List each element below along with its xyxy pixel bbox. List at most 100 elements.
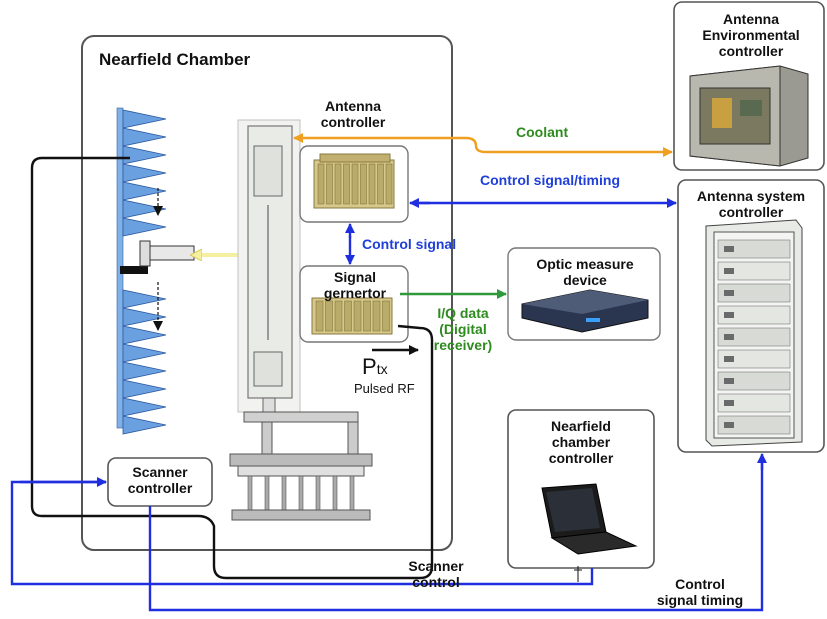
absorber-spike [122, 109, 167, 129]
rack-unit-panel [724, 378, 734, 384]
rack-slot [317, 163, 325, 205]
rack-unit-panel [724, 422, 734, 428]
antenna-controller-label-line2: controller [320, 114, 386, 130]
signal-generator-label: Signal gernertor [314, 269, 396, 301]
generator-slot [334, 300, 343, 332]
rack-unit [717, 393, 791, 413]
scanner-controller-box [107, 457, 213, 507]
env-label-line3: controller [718, 43, 784, 59]
scanner-label-line1: Scanner [132, 464, 188, 480]
scanner-probe [120, 188, 195, 331]
ptx-label: Ptx [362, 355, 388, 381]
absorber-spike [122, 343, 167, 363]
iq-data-label: I/Q data (Digital receiver) [420, 305, 506, 353]
rack-unit-panel [724, 334, 734, 340]
rack-unit [717, 239, 791, 259]
rack-slot [385, 163, 393, 205]
absorber-spike [122, 163, 167, 183]
absorber-spike [122, 199, 167, 219]
nearfield-chamber-title: Nearfield Chamber [99, 50, 251, 69]
absorber-spike [122, 145, 167, 165]
rack-unit-panel [724, 400, 734, 406]
scanctl-label-line1: Scanner [408, 558, 464, 574]
cst-label-line2: signal timing [656, 592, 744, 608]
stand-leg [247, 475, 253, 511]
absorber-wall [116, 107, 167, 435]
nfc-label-line3: controller [548, 450, 614, 466]
antenna-system-controller-label: Antenna system controller [680, 188, 822, 220]
optic-label-line2: device [563, 272, 607, 288]
iq-label-line2: (Digital [439, 321, 487, 337]
optic-measure-label: Optic measure device [512, 256, 658, 288]
iq-label-line1: I/Q data [437, 305, 489, 321]
nfc-label-line2: chamber [551, 434, 611, 450]
pulsed-rf-label: Pulsed RF [354, 381, 415, 396]
absorber-spike [122, 415, 167, 435]
stand-leg [264, 475, 270, 511]
siggen-label-line2: gernertor [323, 285, 387, 301]
absorber-spike [122, 127, 167, 147]
stand-leg [349, 475, 355, 511]
antenna-system-controller-device [677, 179, 825, 453]
absorber-spike [122, 307, 167, 327]
rack-unit-panel [724, 312, 734, 318]
control-signal-timing-bottom-label: Control signal timing [642, 576, 758, 608]
stand-leg [315, 475, 321, 511]
scanner-label-line2: controller [127, 480, 193, 496]
cst-label-line1: Control [675, 576, 725, 592]
rack-unit [717, 371, 791, 391]
nearfield-chamber-controller-device [507, 409, 655, 569]
stand-leg [298, 475, 304, 511]
control-signal-timing-label: Control signal/timing [480, 172, 620, 188]
generator-slot [363, 300, 371, 332]
antenna-under-test [237, 119, 301, 413]
rack-slot [326, 163, 333, 205]
rack-unit-panel [724, 290, 734, 296]
sys-label-line2: controller [718, 204, 784, 220]
ptx-main: P [362, 354, 377, 379]
generator-slot [382, 300, 390, 332]
scanctl-label-line2: control [412, 574, 460, 590]
env-label-line2: Environmental [702, 27, 800, 43]
nfc-label-line1: Nearfield [551, 418, 611, 434]
generator-slot [315, 300, 324, 332]
rack-unit [717, 327, 791, 347]
rack-unit [717, 283, 791, 303]
signal-generator-device [299, 265, 409, 343]
optic-measure-device [507, 247, 661, 341]
absorber-spike [122, 289, 167, 309]
rack-slot [377, 163, 384, 205]
rack-slot [360, 163, 367, 205]
coolant-label: Coolant [516, 124, 569, 140]
siggen-label-line1: Signal [333, 269, 376, 285]
antenna-mount-stand [229, 411, 373, 521]
absorber-spike [122, 217, 167, 237]
rack-slot [334, 163, 342, 205]
rack-unit-panel [724, 246, 734, 252]
coolant-line-to-antenna [293, 133, 478, 147]
env-label-line1: Antenna [723, 11, 779, 27]
stand-leg [332, 475, 338, 511]
nearfield-chamber-controller-label: Nearfield chamber controller [516, 418, 646, 466]
scanner-control-label: Scanner control [396, 558, 476, 590]
ptx-sub: tx [376, 361, 388, 377]
scanner-controller-label: Scanner controller [110, 464, 210, 496]
rack-unit-panel [724, 356, 734, 362]
rack-unit [717, 261, 791, 281]
antenna-environmental-controller-device [673, 1, 825, 171]
antenna-controller-label-line1: Antenna [325, 98, 381, 114]
antenna-env-controller-label: Antenna Environmental controller [696, 11, 806, 59]
absorber-spike [122, 361, 167, 381]
rack-unit-panel [724, 268, 734, 274]
rack-unit [717, 349, 791, 369]
optic-label-line1: Optic measure [536, 256, 634, 272]
rack-slot [351, 163, 359, 205]
generator-slot [344, 300, 352, 332]
absorber-spike [122, 181, 167, 201]
sys-label-line1: Antenna system [696, 188, 806, 204]
generator-slot [325, 300, 333, 332]
absorber-spike [122, 325, 167, 345]
control-signal-label: Control signal [362, 236, 457, 252]
